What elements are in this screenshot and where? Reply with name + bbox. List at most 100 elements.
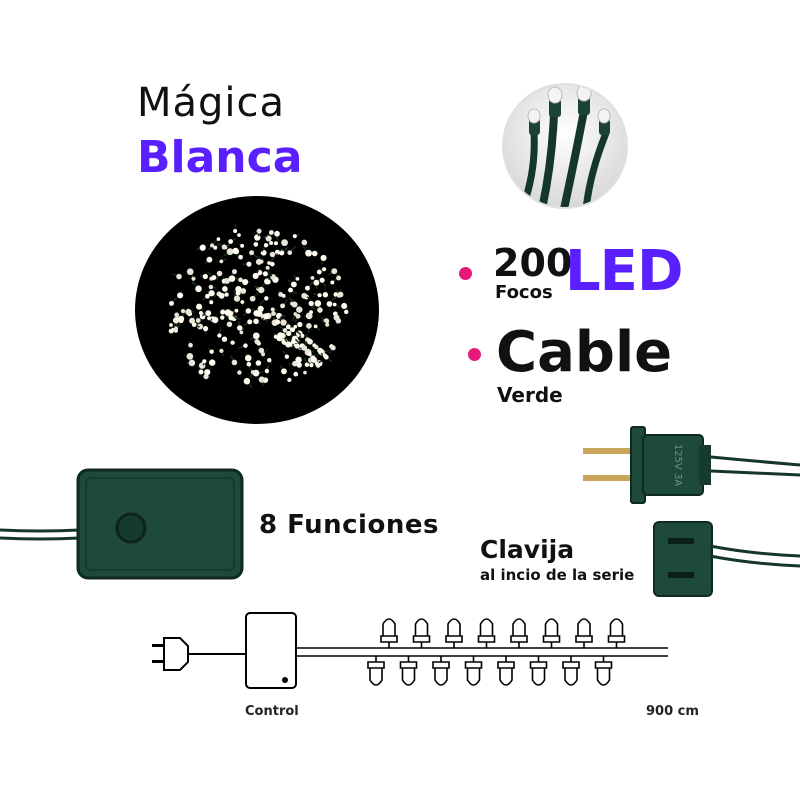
ball-led-dot — [332, 302, 337, 307]
ball-led-dot — [228, 275, 236, 282]
ball-led-dot — [281, 239, 288, 247]
ball-led-dot — [292, 360, 298, 367]
ball-led-dot — [208, 359, 216, 366]
ball-led-dot — [310, 276, 315, 280]
plug-subtitle: al incio de la serie — [480, 566, 635, 584]
ball-led-dot — [191, 276, 196, 281]
ball-led-dot — [236, 325, 243, 331]
ball-led-dot — [305, 285, 310, 291]
ball-led-dot — [232, 247, 239, 255]
ball-led-dot — [323, 354, 329, 360]
diagram-led-top — [380, 618, 398, 648]
ball-led-dot — [303, 370, 307, 375]
ball-led-dot — [171, 327, 175, 332]
ball-led-dot — [188, 359, 196, 367]
ball-led-dot — [273, 241, 278, 246]
ball-led-dot — [252, 332, 260, 340]
ball-led-dot — [231, 359, 238, 366]
ball-led-dot — [301, 239, 308, 246]
female-socket-image — [653, 521, 800, 597]
ball-led-dot — [205, 293, 210, 299]
ball-led-dot — [208, 290, 215, 297]
ball-led-dot — [207, 316, 212, 321]
ball-led-dot — [196, 303, 203, 310]
ball-led-dot — [218, 292, 225, 299]
ball-led-dot — [287, 377, 292, 383]
ball-led-dot — [243, 377, 251, 385]
ball-led-dot — [286, 330, 292, 337]
controller-image — [0, 468, 244, 580]
ball-led-dot — [222, 286, 228, 292]
ball-led-dot — [239, 330, 244, 335]
diagram-led-bottom — [594, 656, 613, 686]
ball-led-dot — [174, 312, 180, 318]
diagram-led-bottom — [464, 656, 483, 686]
ball-led-dot — [318, 349, 325, 356]
ball-led-dot — [268, 230, 274, 235]
ball-led-dot — [237, 370, 242, 375]
ball-led-dot — [296, 306, 303, 313]
ball-led-dot — [220, 315, 225, 320]
ball-led-dot — [240, 300, 245, 304]
ball-led-dot — [176, 273, 182, 280]
ball-led-dot — [209, 300, 214, 305]
ball-led-dot — [220, 309, 226, 315]
ball-led-dot — [242, 278, 249, 286]
ball-led-dot — [317, 307, 323, 313]
ball-led-dot — [306, 323, 312, 329]
ball-led-dot — [296, 362, 302, 368]
ball-led-dot — [293, 371, 299, 377]
ball-led-dot — [208, 284, 214, 290]
ball-led-dot — [244, 354, 252, 362]
ball-led-dot — [307, 338, 313, 345]
ball-led-dot — [263, 242, 269, 248]
ball-led-dot — [322, 292, 329, 298]
ball-led-dot — [186, 353, 194, 360]
ball-led-dot — [254, 339, 260, 345]
ball-led-dot — [313, 279, 320, 286]
title-line2: Blanca — [137, 132, 303, 183]
ball-led-dot — [202, 326, 209, 332]
ball-led-dot — [238, 277, 243, 283]
ball-led-dot — [250, 369, 256, 375]
ball-led-dot — [271, 311, 276, 317]
ball-led-dot — [290, 281, 297, 288]
ball-led-dot — [314, 300, 322, 307]
ball-led-dot — [344, 309, 349, 315]
ball-led-dot — [253, 318, 259, 325]
ball-led-dot — [301, 292, 308, 299]
ball-led-dot — [231, 269, 237, 275]
diagram-led-bottom — [399, 656, 418, 686]
ball-led-dot — [223, 277, 230, 284]
ball-led-dot — [169, 300, 174, 306]
ball-led-dot — [202, 273, 208, 280]
ball-led-dot — [256, 228, 262, 234]
ball-led-dot — [216, 237, 221, 241]
ball-led-dot — [252, 272, 259, 280]
ball-led-dot — [258, 347, 265, 354]
ball-led-dot — [226, 248, 234, 256]
diagram-led-top — [445, 618, 463, 648]
ball-led-dot — [247, 319, 253, 325]
diagram-led-top — [542, 618, 561, 648]
ball-led-dot — [209, 349, 214, 354]
ball-led-dot — [257, 286, 265, 294]
ball-led-dot — [226, 321, 233, 328]
ball-led-dot — [280, 303, 286, 309]
ball-led-dot — [265, 235, 272, 242]
ball-led-dot — [177, 292, 184, 299]
ball-led-dot — [213, 245, 218, 250]
ball-led-dot — [180, 309, 186, 314]
ball-led-dot — [264, 368, 270, 374]
ball-led-dot — [341, 302, 348, 310]
functions-label: 8 Funciones — [259, 510, 439, 540]
male-plug-image: 125V 3A — [583, 426, 800, 504]
ball-led-dot — [229, 311, 234, 316]
ball-led-dot — [195, 285, 202, 293]
wiring-diagram — [152, 612, 668, 689]
ball-led-dot — [219, 259, 224, 264]
diagram-led-bottom — [529, 656, 548, 686]
ball-led-dot — [269, 251, 276, 258]
ball-led-dot — [240, 288, 247, 294]
ball-led-dot — [197, 323, 204, 330]
